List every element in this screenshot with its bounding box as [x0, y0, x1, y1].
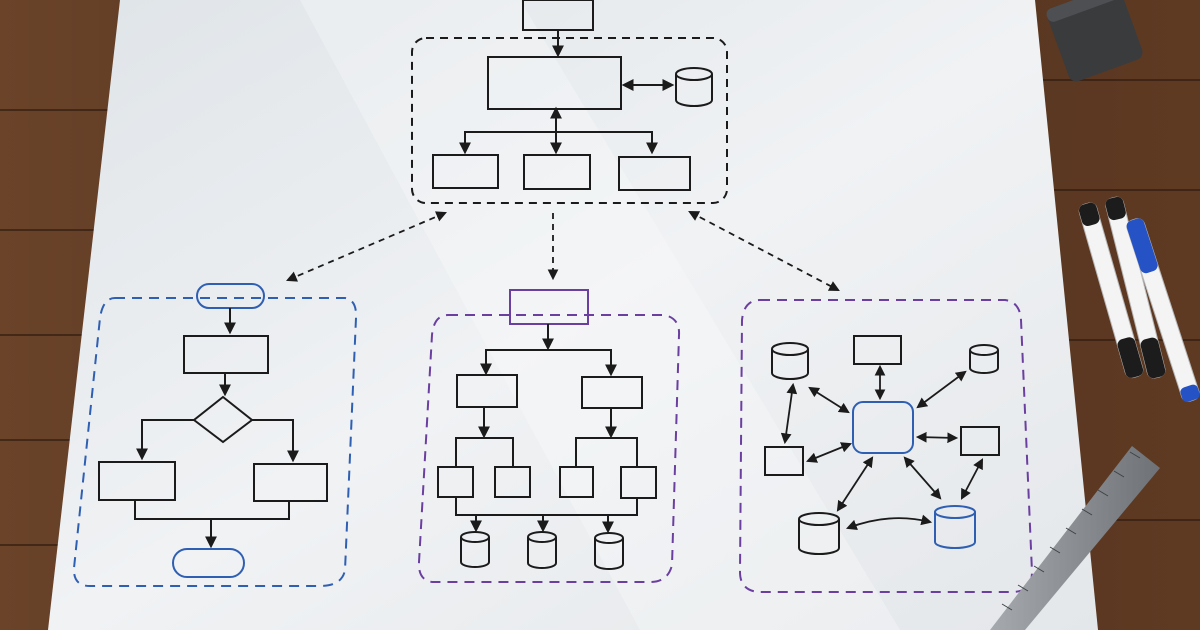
left-group-dashed-border: [72, 297, 358, 587]
left-flowchart: [72, 283, 358, 587]
middle-hierarchy-tree: [417, 289, 681, 583]
network-node-left: [764, 446, 804, 476]
database-icon: [675, 67, 713, 107]
network-node-right: [960, 426, 1000, 456]
tree-leaf-2: [494, 466, 531, 498]
end-terminator: [172, 548, 245, 578]
top-child-box-3: [618, 156, 691, 191]
group-connectors: [286, 210, 840, 292]
database-icon: [934, 505, 976, 549]
top-architecture-diagram: [411, 0, 728, 204]
right-network-diagram: [738, 299, 1034, 593]
marker-black-1: [1078, 202, 1144, 379]
tree-leaf-3: [559, 466, 594, 498]
light-streak: [300, 0, 900, 630]
eraser: [1046, 0, 1143, 82]
marker-blue: [1126, 218, 1200, 402]
branch-box-right: [253, 463, 328, 502]
decision-diamond: [192, 395, 254, 444]
tree-leaf-4: [620, 466, 657, 499]
database-icon: [798, 512, 840, 555]
top-group-dashed-border: [411, 37, 728, 204]
database-icon: [594, 532, 624, 570]
network-links: [780, 364, 984, 530]
tree-level2-left: [456, 374, 518, 408]
database-icon: [460, 531, 490, 568]
database-icon: [527, 531, 557, 569]
marker-black-2: [1105, 196, 1166, 379]
network-node-top: [853, 335, 902, 365]
top-child-box-2: [523, 154, 591, 190]
database-icon: [771, 342, 809, 380]
top-child-box-1: [432, 154, 499, 189]
right-group-dashed-border: [738, 299, 1034, 593]
database-icon: [969, 344, 999, 374]
branch-box-left: [98, 461, 176, 501]
metal-ruler: [990, 446, 1160, 630]
network-hub: [852, 401, 914, 454]
